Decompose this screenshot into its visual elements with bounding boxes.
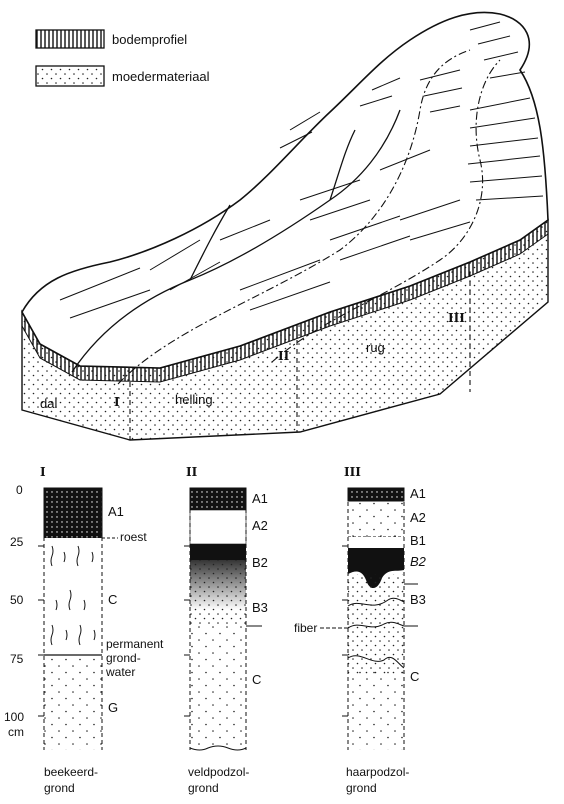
- legend-profile-label: bodemprofiel: [112, 32, 187, 47]
- profile-2-label-c: C: [252, 672, 261, 687]
- profile-2-label-b2: B2: [252, 555, 268, 570]
- profile-1-name-line1: beekeerd-: [44, 765, 98, 779]
- depth-tick-100: 100: [4, 710, 24, 724]
- label-rug: rug: [366, 340, 385, 355]
- profile-3-label-a2: A2: [410, 510, 426, 525]
- marker-1: I: [114, 395, 120, 409]
- depth-scale: 0 25 50 75 100 cm: [4, 483, 24, 739]
- profile-1-label-a1: A1: [108, 504, 124, 519]
- legend-profile-swatch: [35, 29, 105, 49]
- depth-tick-0: 0: [16, 483, 23, 497]
- profile-1-note-roest: roest: [120, 530, 147, 544]
- profile-3-label-b3: B3: [410, 592, 426, 607]
- profile-3-label-b1: B1: [410, 533, 426, 548]
- profile-2-label-b3: B3: [252, 600, 268, 615]
- profile-2-b2: [190, 544, 246, 560]
- profile-2-a2: [189, 509, 247, 545]
- profile-2-a1: [189, 487, 247, 511]
- depth-tick-25: 25: [10, 535, 24, 549]
- profile-1-g: [44, 655, 102, 750]
- profile-1-label-g: G: [108, 700, 118, 715]
- profile-2-b3-dots: [190, 560, 246, 626]
- profile-1-numeral: I: [40, 465, 46, 479]
- profile-haarpodzolgrond: III fiber A1 A2 B1 B2 B3 C haarpodzol- g…: [294, 465, 427, 795]
- profile-3-numeral: III: [344, 465, 361, 479]
- section-lines: [129, 272, 471, 440]
- profile-3-a1: [347, 487, 405, 502]
- profile-2-label-a1: A1: [252, 491, 268, 506]
- profile-1-c: [44, 538, 102, 655]
- profile-1-note-grond: grond-: [106, 651, 141, 665]
- profile-1-note-water: water: [105, 665, 135, 679]
- profile-1-a1: [43, 487, 103, 539]
- label-dal: dal: [40, 396, 57, 411]
- profile-3-c: [348, 668, 404, 750]
- profile-2-numeral: II: [186, 465, 198, 479]
- profile-2-name-line1: veldpodzol-: [188, 765, 249, 779]
- depth-unit: cm: [8, 725, 24, 739]
- ridge-hatching: [59, 21, 544, 319]
- profile-3-b2: [348, 548, 404, 589]
- marker-3: III: [448, 311, 465, 325]
- rust-mottles: [50, 545, 96, 646]
- depth-tick-75: 75: [10, 652, 24, 666]
- slope-boundary: [117, 49, 501, 385]
- profile-1-note-permanent: permanent: [106, 637, 164, 651]
- valley-stream: [71, 109, 401, 373]
- profile-veldpodzolgrond: II A1 A2 B2 B3 C veldpodzol- grond: [186, 465, 268, 795]
- profile-3-name-line1: haarpodzol-: [346, 765, 409, 779]
- profile-3-label-c: C: [410, 669, 419, 684]
- depth-tick-50: 50: [10, 593, 24, 607]
- profile-3-name-line2: grond: [346, 781, 377, 795]
- landscape-block: dal I helling II rug III: [21, 11, 549, 441]
- profile-1-name-line2: grond: [44, 781, 75, 795]
- depth-ticks: [38, 545, 418, 717]
- profile-3-a2: [348, 501, 404, 537]
- profile-2-name-line2: grond: [188, 781, 219, 795]
- marker-2: II: [278, 349, 290, 363]
- profile-3-b3: [348, 574, 404, 674]
- profile-3-b1: [348, 537, 404, 548]
- profile-1-label-c: C: [108, 592, 117, 607]
- legend: bodemprofiel moedermateriaal: [35, 29, 210, 87]
- profile-3-label-b2: B2: [410, 554, 427, 569]
- label-helling: helling: [175, 392, 213, 407]
- profile-beekeerdgrond: I A1 roest C permanent grond- water G be…: [40, 465, 164, 795]
- legend-parent-swatch: [35, 65, 105, 87]
- profile-3-label-a1: A1: [410, 486, 426, 501]
- legend-parent-label: moedermateriaal: [112, 69, 210, 84]
- profile-3-note-fiber: fiber: [294, 621, 317, 635]
- land-surface: [21, 11, 549, 369]
- profile-2-label-a2: A2: [252, 518, 268, 533]
- profile-2-c: [190, 626, 246, 748]
